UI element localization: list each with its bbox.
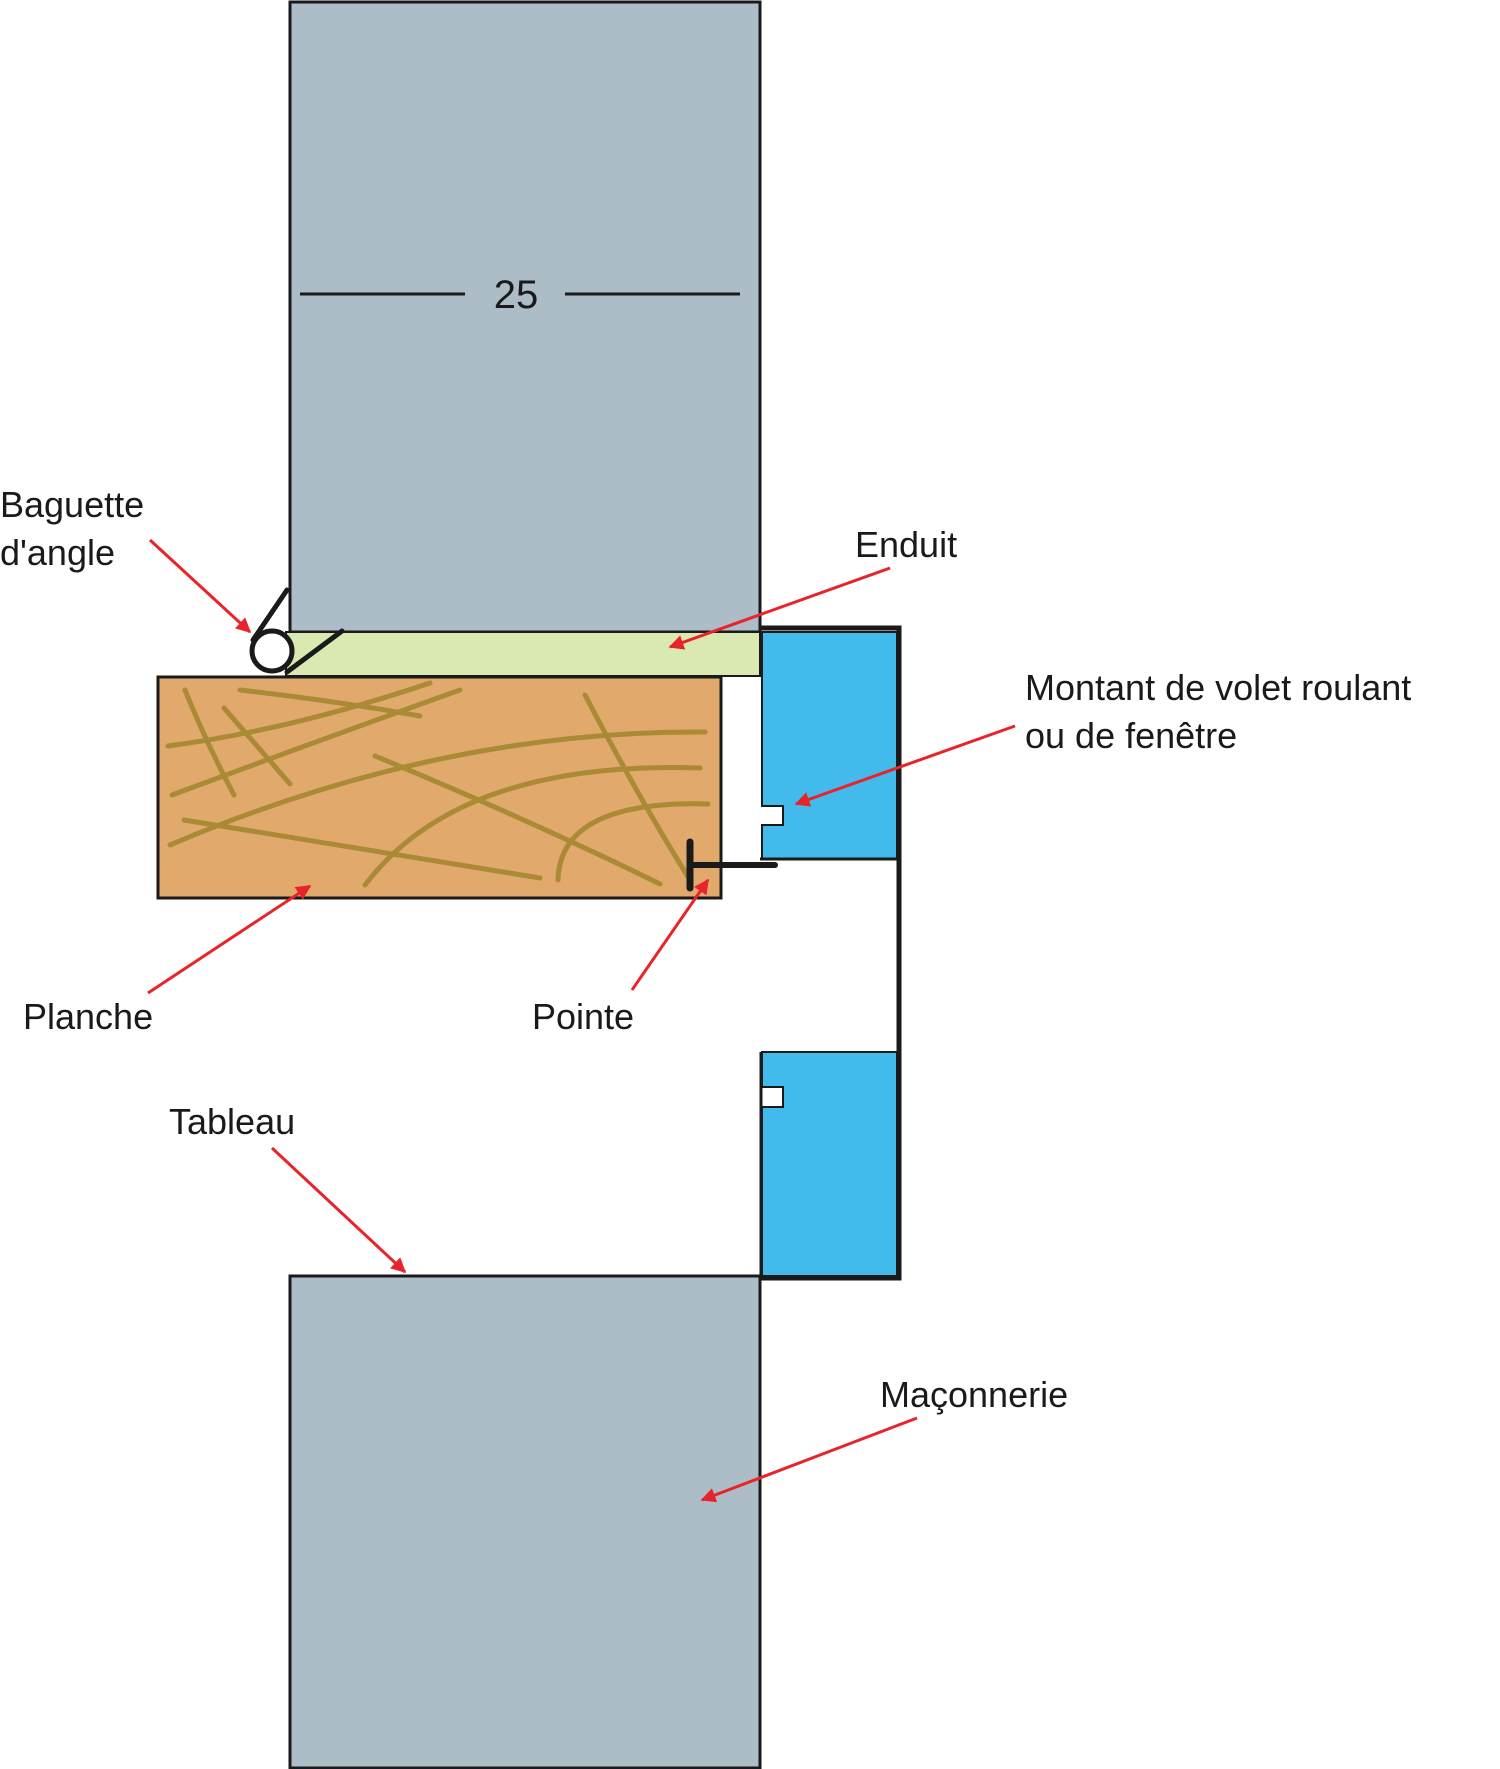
label-baguette-line2: d'angle: [0, 532, 115, 573]
arrow-baguette: [148, 538, 252, 634]
label-enduit: Enduit: [855, 524, 957, 565]
dimension-25: 25: [300, 273, 740, 317]
arrow-planche: [147, 884, 312, 995]
enduit-layer: [285, 631, 761, 677]
arrow-maconnerie: [700, 1416, 918, 1503]
arrow-montant: [794, 724, 1016, 807]
planche-board: [156, 675, 723, 900]
masonry-upper: [288, 0, 762, 634]
montant-upper: [761, 631, 898, 860]
arrow-enduit: [668, 566, 891, 650]
label-montant-line2: ou de fenêtre: [1025, 715, 1237, 756]
label-baguette-line1: Baguette: [0, 484, 144, 525]
label-planche: Planche: [23, 996, 153, 1037]
baguette-angle: [249, 587, 345, 675]
montant-lower: [761, 1051, 898, 1277]
label-maconnerie: Maçonnerie: [880, 1374, 1068, 1415]
wood-grain: [165, 680, 711, 888]
label-pointe: Pointe: [532, 996, 634, 1037]
arrow-pointe: [630, 878, 710, 991]
frame-outline: [760, 625, 902, 1281]
dimension-value: 25: [494, 273, 539, 317]
arrow-tableau: [270, 1146, 407, 1274]
pointe-nail: [686, 838, 778, 892]
callout-arrows: [147, 538, 1016, 1503]
masonry-lower: [288, 1274, 762, 1769]
label-tableau: Tableau: [169, 1101, 295, 1142]
label-montant-line1: Montant de volet roulant: [1025, 667, 1411, 708]
